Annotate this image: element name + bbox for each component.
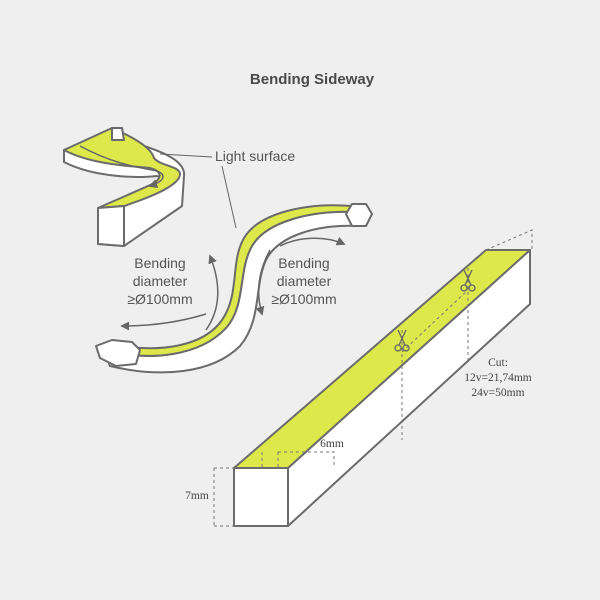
bend-right-line-3: ≥Ø100mm xyxy=(271,291,336,307)
cut-label-line-2: 12v=21,74mm xyxy=(464,372,532,384)
cut-label-line-1: Cut: xyxy=(488,357,508,369)
bend-arrow-left-upper xyxy=(205,254,219,331)
scissors-icon xyxy=(394,329,410,352)
cut-label-line-3: 24v=50mm xyxy=(471,387,524,399)
height-dimension-label: 7mm xyxy=(185,490,209,502)
width-dimension-label: 6mm xyxy=(320,438,344,450)
bend-left-line-3: ≥Ø100mm xyxy=(127,291,192,307)
diagram-title: Bending Sideway xyxy=(250,71,375,88)
bend-right-line-2: diameter xyxy=(277,273,332,289)
bend-arrow-left-lower xyxy=(120,313,207,331)
light-surface-leader-1 xyxy=(159,153,213,158)
bend-left-line-1: Bending xyxy=(134,255,185,271)
light-surface-leader-2 xyxy=(221,165,237,229)
s-bent-strip xyxy=(63,127,186,247)
bend-right-line-1: Bending xyxy=(278,255,329,271)
bend-left-line-2: diameter xyxy=(133,273,188,289)
straight-strip xyxy=(233,249,531,527)
light-surface-label: Light surface xyxy=(215,148,295,164)
scissors-icon xyxy=(460,269,476,292)
bend-arrow-right-upper xyxy=(279,236,346,247)
dashed-guides xyxy=(213,229,533,527)
bend-arrow-right-lower xyxy=(255,249,271,316)
flex-strip xyxy=(95,203,373,374)
